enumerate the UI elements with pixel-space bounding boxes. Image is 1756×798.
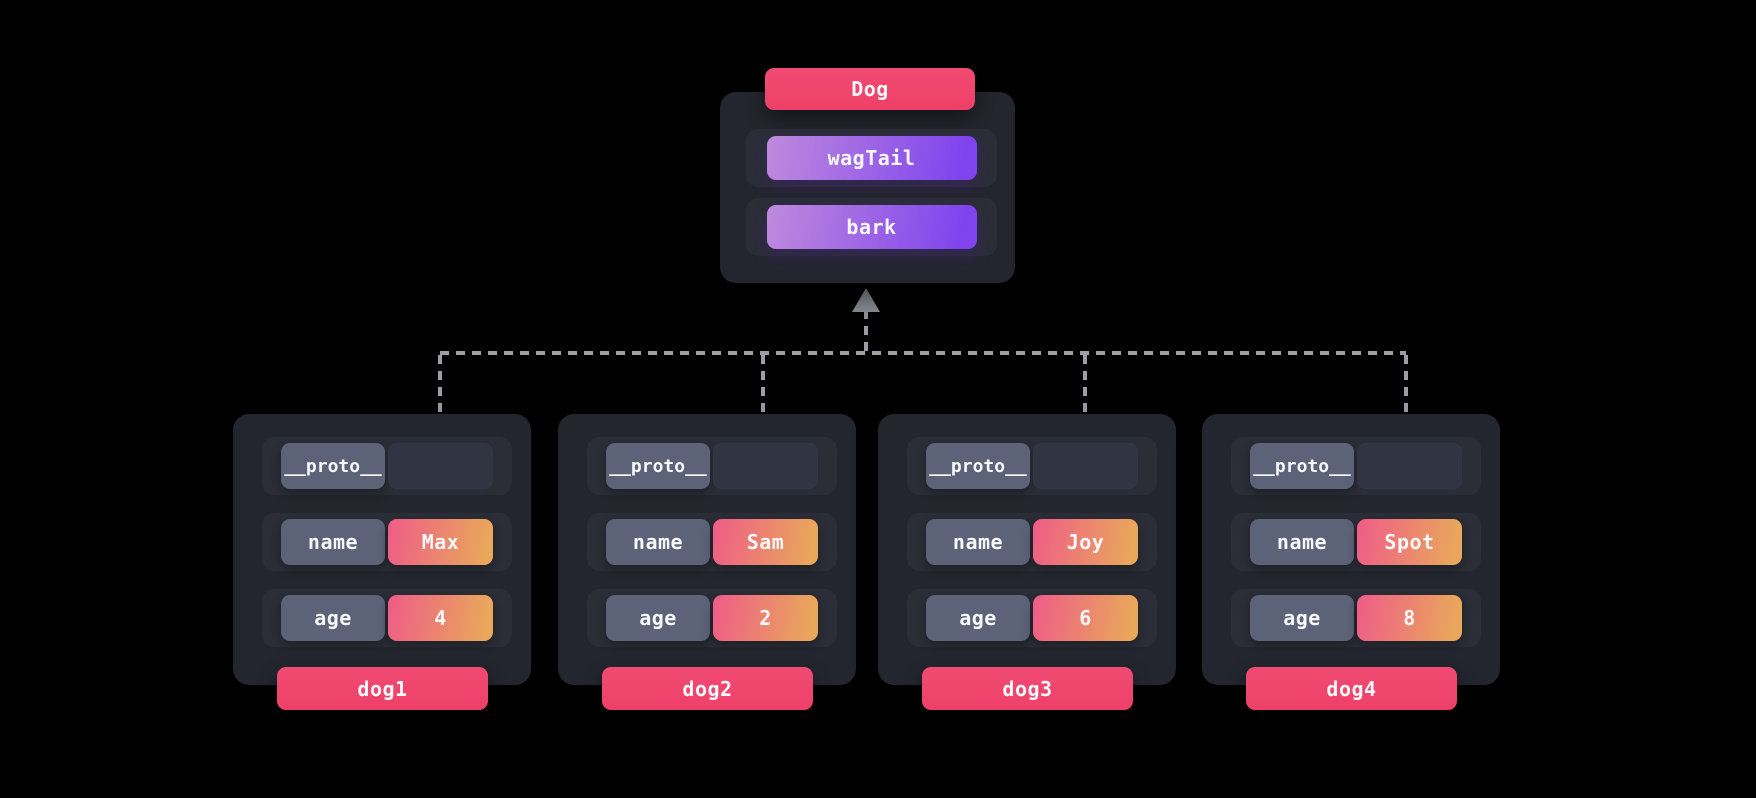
property-row-proto: __proto__ [262,437,512,495]
method-chip-bark: bark [766,205,977,249]
proto-value-chip [388,443,493,489]
age-key-chip: age [926,595,1030,641]
instance-card-dog3: __proto__ name Joy age 6 dog3 [878,414,1176,710]
proto-value-chip [713,443,818,489]
method-row-wagtail: wagTail [746,129,997,187]
property-rows: __proto__ name Joy age 6 [907,437,1157,647]
age-value-chip: 6 [1033,595,1138,641]
age-key-chip: age [1250,595,1354,641]
proto-key-chip: __proto__ [281,443,385,489]
name-key-chip: name [606,519,710,565]
property-row-age: age 2 [587,589,837,647]
property-row-name: name Sam [587,513,837,571]
method-chip-wagtail: wagTail [766,136,977,180]
instance-card-dog2: __proto__ name Sam age 2 dog2 [558,414,856,710]
proto-key-chip: __proto__ [1250,443,1354,489]
property-row-name: name Joy [907,513,1157,571]
name-key-chip: name [1250,519,1354,565]
method-row-bark: bark [746,198,997,256]
property-row-name: name Spot [1231,513,1481,571]
proto-key-chip: __proto__ [926,443,1030,489]
name-value-chip: Sam [713,519,818,565]
proto-key-chip: __proto__ [606,443,710,489]
name-value-chip: Joy [1033,519,1138,565]
instance-title-dog4: dog4 [1246,667,1457,710]
property-row-proto: __proto__ [1231,437,1481,495]
age-key-chip: age [606,595,710,641]
property-row-name: name Max [262,513,512,571]
name-key-chip: name [281,519,385,565]
dog-prototype-title: Dog [765,68,975,110]
property-row-proto: __proto__ [587,437,837,495]
property-row-age: age 8 [1231,589,1481,647]
age-value-chip: 2 [713,595,818,641]
instance-title-dog2: dog2 [602,667,813,710]
instance-title-dog3: dog3 [922,667,1133,710]
name-key-chip: name [926,519,1030,565]
property-rows: __proto__ name Sam age 2 [587,437,837,647]
property-rows: __proto__ name Max age 4 [262,437,512,647]
property-row-proto: __proto__ [907,437,1157,495]
instance-card-dog4: __proto__ name Spot age 8 dog4 [1202,414,1500,710]
property-row-age: age 6 [907,589,1157,647]
proto-value-chip [1357,443,1462,489]
dog-prototype-box: Dog wagTail bark [720,68,1015,283]
property-row-age: age 4 [262,589,512,647]
age-key-chip: age [281,595,385,641]
name-value-chip: Max [388,519,493,565]
age-value-chip: 4 [388,595,493,641]
name-value-chip: Spot [1357,519,1462,565]
proto-value-chip [1033,443,1138,489]
arrowhead-up-icon [852,288,880,312]
property-rows: __proto__ name Spot age 8 [1231,437,1481,647]
age-value-chip: 8 [1357,595,1462,641]
instance-title-dog1: dog1 [277,667,488,710]
instance-card-dog1: __proto__ name Max age 4 dog1 [233,414,531,710]
